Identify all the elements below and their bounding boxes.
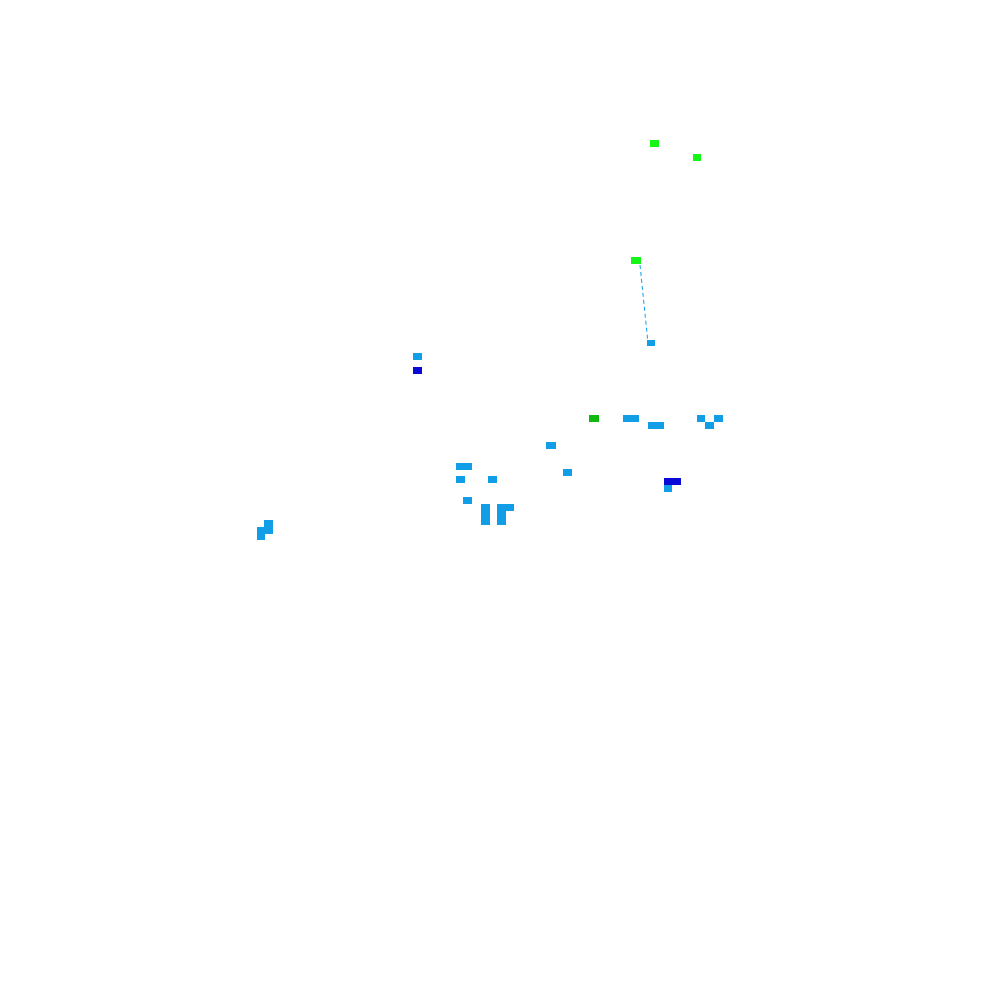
point-mark-light-blue xyxy=(705,422,714,429)
point-mark-light-blue xyxy=(497,511,506,518)
point-mark-light-blue xyxy=(481,504,490,511)
dashed-connector-line xyxy=(639,264,649,344)
point-mark-light-blue xyxy=(257,527,273,534)
point-mark-light-blue xyxy=(463,497,472,504)
point-mark-light-blue xyxy=(456,463,472,470)
point-mark-light-blue xyxy=(647,340,655,346)
point-mark-light-blue xyxy=(497,504,514,511)
point-mark-light-blue xyxy=(413,353,422,360)
point-mark-dark-blue xyxy=(664,478,681,485)
point-mark-dark-blue xyxy=(413,367,422,374)
point-mark-light-blue xyxy=(623,415,639,422)
point-mark-light-blue xyxy=(664,485,672,492)
point-mark-light-blue xyxy=(481,511,490,525)
point-mark-bright-green xyxy=(693,154,701,161)
point-mark-green xyxy=(589,415,599,422)
point-mark-light-blue xyxy=(648,422,664,429)
point-mark-light-blue xyxy=(488,476,497,483)
point-mark-light-blue xyxy=(546,442,556,449)
point-mark-light-blue xyxy=(697,415,705,422)
point-mark-bright-green xyxy=(631,257,641,264)
marks-layer xyxy=(257,140,723,540)
point-mark-light-blue xyxy=(563,469,572,476)
point-mark-bright-green xyxy=(650,140,659,147)
point-mark-light-blue xyxy=(714,415,723,422)
point-mark-light-blue xyxy=(456,476,465,483)
point-mark-light-blue xyxy=(497,518,506,525)
point-mark-light-blue xyxy=(264,520,273,527)
point-mark-light-blue xyxy=(257,534,265,540)
